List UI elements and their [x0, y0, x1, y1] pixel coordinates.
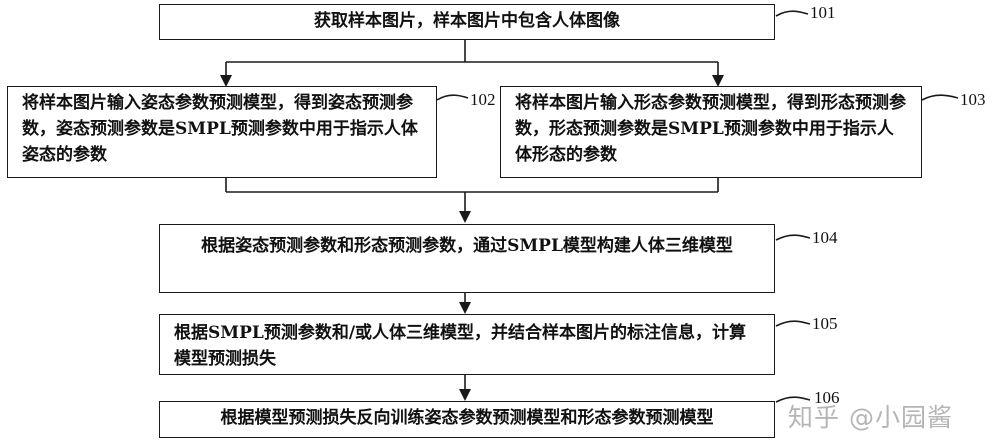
step-text-106: 根据模型预测损失反向训练姿态参数预测模型和形态参数预测模型 [220, 408, 714, 428]
step-text-103: 将样本图片输入形态参数预测模型，得到形态预测参数，形态预测参数是SMPL预测参数… [515, 93, 906, 165]
step-ref-104: 104 [812, 228, 838, 247]
step-box-103: 将样本图片输入形态参数预测模型，得到形态预测参数，形态预测参数是SMPL预测参数… [500, 86, 922, 178]
step-box-101: 获取样本图片，样本图片中包含人体图像 [159, 4, 775, 40]
step-ref-101: 101 [810, 3, 836, 22]
step-box-105: 根据SMPL预测参数和/或人体三维模型，并结合样本图片的标注信息，计算模型预测损… [159, 314, 775, 375]
step-text-101: 获取样本图片，样本图片中包含人体图像 [314, 11, 620, 31]
step-box-104: 根据姿态预测参数和形态预测参数，通过SMPL模型构建人体三维模型 [159, 224, 775, 293]
step-text-105: 根据SMPL预测参数和/或人体三维模型，并结合样本图片的标注信息，计算模型预测损… [174, 323, 747, 369]
step-ref-102: 102 [470, 90, 496, 109]
step-box-106: 根据模型预测损失反向训练姿态参数预测模型和形态参数预测模型 [159, 401, 775, 438]
step-box-102: 将样本图片输入姿态参数预测模型，得到姿态预测参数，姿态预测参数是SMPL预测参数… [7, 86, 437, 178]
step-ref-106: 106 [814, 388, 840, 407]
step-text-104: 根据姿态预测参数和形态预测参数，通过SMPL模型构建人体三维模型 [201, 236, 733, 256]
step-ref-103: 103 [960, 90, 986, 109]
step-ref-105: 105 [812, 314, 838, 333]
step-text-102: 将样本图片输入姿态参数预测模型，得到姿态预测参数，姿态预测参数是SMPL预测参数… [22, 93, 418, 165]
watermark-text: 知乎 @小园酱 [788, 403, 953, 432]
